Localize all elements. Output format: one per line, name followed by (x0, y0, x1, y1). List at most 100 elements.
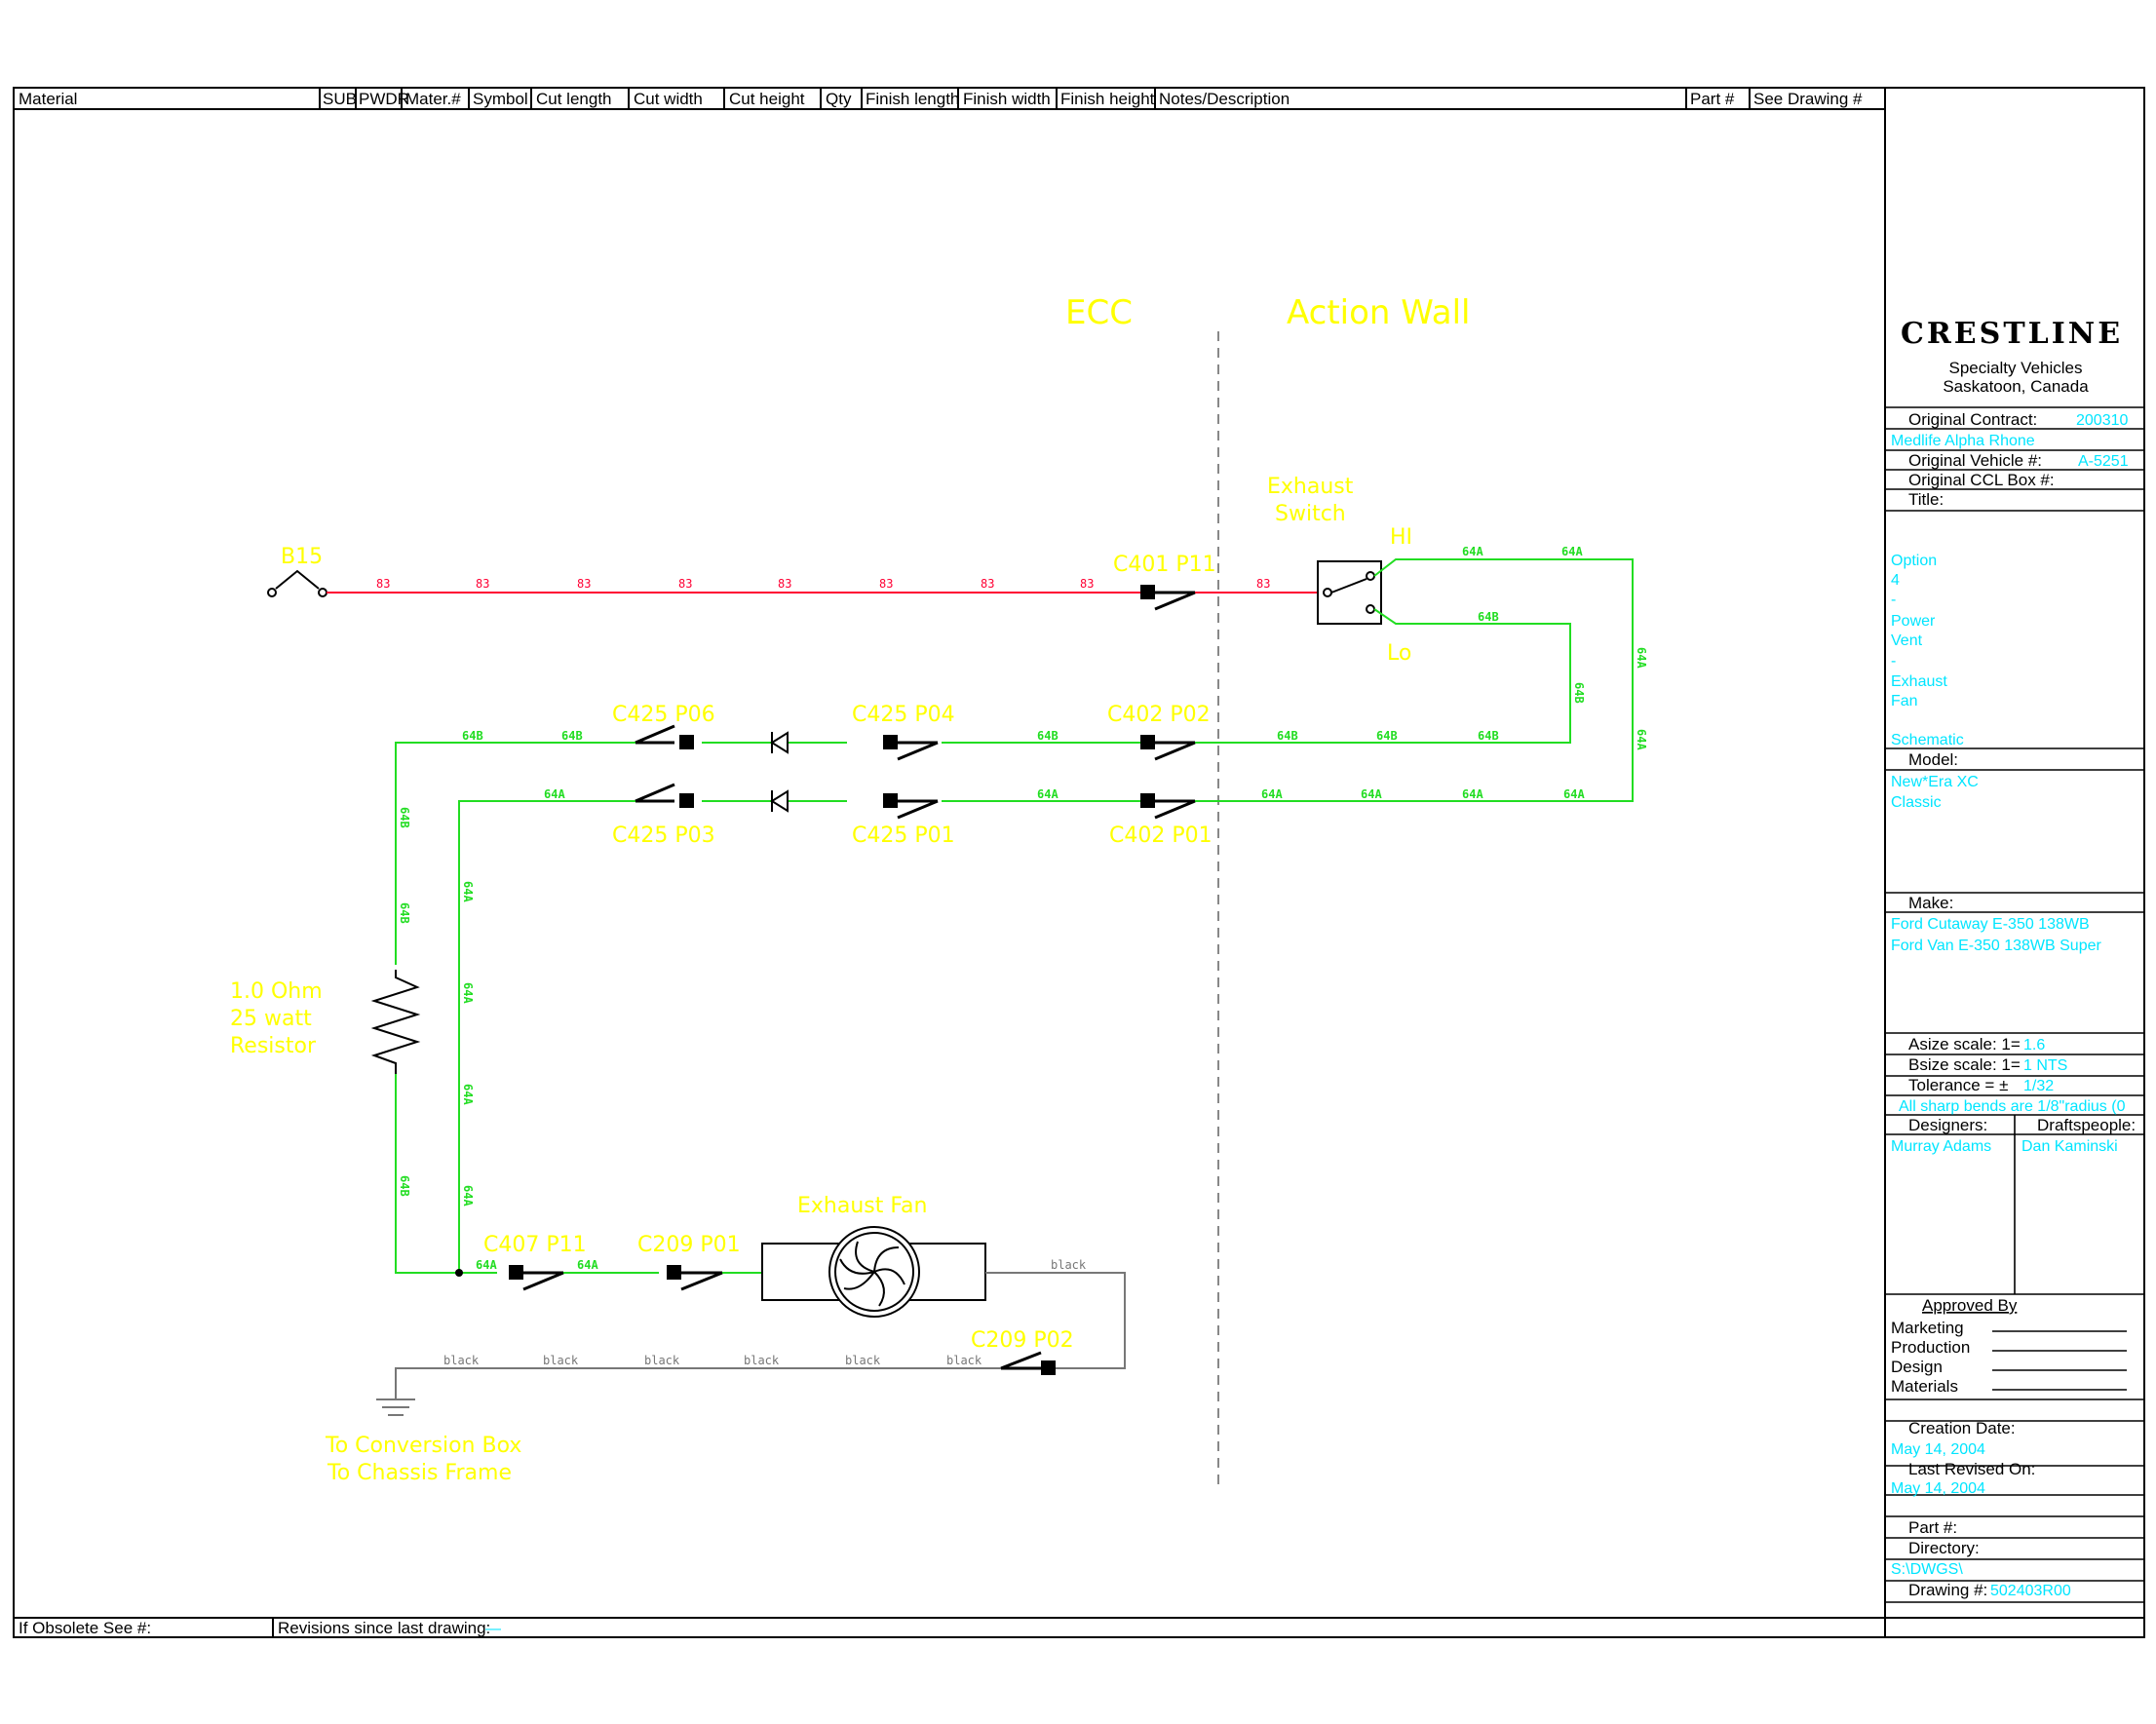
part-label: Part #: (1908, 1518, 1957, 1537)
approval-design: Design (1891, 1358, 1943, 1376)
bsize-value: 1 NTS (2023, 1057, 2067, 1074)
wiring-green (395, 558, 1634, 1274)
svg-text:64B: 64B (398, 807, 411, 828)
header-see-drawing: See Drawing # (1753, 90, 1863, 108)
label-c209-p01: C209 P01 (637, 1233, 741, 1257)
svg-text:83: 83 (981, 577, 994, 591)
header-qty: Qty (826, 90, 852, 108)
label-c425-p01: C425 P01 (852, 824, 955, 848)
resistor-label-1: 1.0 Ohm (230, 979, 323, 1004)
label-b15: B15 (281, 545, 323, 569)
designer-value: Murray Adams (1891, 1138, 1991, 1155)
svg-text:83: 83 (778, 577, 791, 591)
header-cut-width: Cut width (634, 90, 703, 108)
exhaust-fan (761, 1226, 986, 1318)
svg-text:64A: 64A (1261, 787, 1283, 801)
sheet-border (13, 87, 2145, 1638)
title-label: Title: (1908, 490, 1944, 509)
svg-text:Option: Option (1891, 553, 1937, 569)
svg-text:64A: 64A (1361, 787, 1382, 801)
svg-text:Fan: Fan (1891, 693, 1918, 709)
approval-marketing: Marketing (1891, 1319, 1964, 1337)
header-cut-length: Cut length (536, 90, 612, 108)
approval-production: Production (1891, 1338, 1970, 1357)
model-line-2: Classic (1891, 794, 1942, 811)
svg-text:64A: 64A (1635, 729, 1648, 750)
header-finish-length: Finish length (866, 90, 959, 108)
breaker-b15 (267, 569, 327, 597)
label-c209-p02: C209 P02 (971, 1328, 1074, 1353)
label-c407: C407 P11 (483, 1233, 587, 1257)
creation-value: May 14, 2004 (1891, 1441, 1985, 1458)
title-block: CRESTLINE Specialty Vehicles Saskatoon, … (1891, 317, 2136, 1599)
connector-c407 (509, 1265, 564, 1291)
connector-c209-p02 (1000, 1351, 1056, 1375)
svg-text:64A: 64A (1561, 545, 1583, 558)
svg-text:83: 83 (1256, 577, 1270, 591)
svg-text:64A: 64A (1462, 787, 1483, 801)
svg-text:83: 83 (577, 577, 591, 591)
resistor-label-3: Resistor (230, 1034, 317, 1058)
svg-text:Power: Power (1891, 613, 1936, 630)
orig-vehicle-value: A-5251 (2078, 453, 2129, 470)
svg-text:83: 83 (376, 577, 390, 591)
connector-c425-p01 (883, 793, 939, 820)
tolerance-label: Tolerance = ± (1908, 1076, 2008, 1094)
wire-green-labels: 64A 64A 64B 64B 64B 64B 64B 64B 64B 64A … (398, 545, 1648, 1272)
ground-icon (376, 1398, 415, 1416)
label-c425-p06: C425 P06 (612, 703, 715, 727)
svg-text:black: black (443, 1354, 480, 1367)
connector-c401 (1140, 585, 1196, 611)
tolerance-value: 1/32 (2023, 1078, 2054, 1094)
label-c401: C401 P11 (1113, 553, 1216, 577)
svg-text:64B: 64B (1037, 729, 1059, 743)
label-c425-p04: C425 P04 (852, 703, 955, 727)
label-switch-2: Switch (1275, 502, 1346, 526)
directory-label: Directory: (1908, 1539, 1980, 1557)
svg-text:64A: 64A (461, 982, 475, 1004)
connector-c402-p02 (1140, 735, 1196, 761)
wire-black (395, 1272, 1126, 1399)
svg-text:64A: 64A (1635, 647, 1648, 669)
orig-vehicle-label: Original Vehicle #: (1908, 451, 2042, 470)
ground-label-1: To Conversion Box (325, 1434, 521, 1458)
footer-obsolete: If Obsolete See #: (19, 1619, 151, 1637)
connector-c402-p01 (1140, 793, 1196, 820)
title-value: Option 4 - Power Vent - Exhaust Fan Sche… (1891, 553, 1964, 748)
connector-c425-p03 (635, 783, 694, 808)
bsize-label: Bsize scale: 1= (1908, 1055, 2021, 1074)
approval-materials: Materials (1891, 1377, 1958, 1396)
label-c402-p01: C402 P01 (1109, 824, 1213, 848)
company-logo: CRESTLINE (1901, 317, 2123, 351)
svg-text:4: 4 (1891, 572, 1900, 589)
make-line-1: Ford Cutaway E-350 138WB (1891, 916, 2090, 933)
label-c402-p02: C402 P02 (1107, 703, 1211, 727)
make-label: Make: (1908, 894, 1953, 912)
header-pwdr: PWDR (359, 90, 409, 108)
label-switch-lo: Lo (1387, 641, 1411, 666)
svg-text:64B: 64B (561, 729, 583, 743)
svg-text:black: black (845, 1354, 881, 1367)
title-block-lines (1885, 406, 2144, 1603)
zone-ecc: ECC (1065, 293, 1133, 332)
svg-text:64A: 64A (461, 1084, 475, 1105)
zone-action-wall: Action Wall (1287, 293, 1470, 332)
svg-text:64A: 64A (1037, 787, 1059, 801)
label-c425-p03: C425 P03 (612, 824, 715, 848)
svg-text:64A: 64A (461, 881, 475, 902)
svg-text:64A: 64A (476, 1258, 497, 1272)
model-label: Model: (1908, 750, 1958, 769)
svg-text:64A: 64A (577, 1258, 598, 1272)
header-notes: Notes/Description (1159, 90, 1290, 108)
bends-note: All sharp bends are 1/8"radius (0 (1899, 1098, 2126, 1115)
creation-label: Creation Date: (1908, 1419, 2016, 1437)
svg-text:64B: 64B (398, 1175, 411, 1197)
orig-box-label: Original CCL Box #: (1908, 471, 2055, 489)
revised-value: May 14, 2004 (1891, 1480, 1985, 1497)
svg-text:83: 83 (476, 577, 489, 591)
header-finish-width: Finish width (963, 90, 1051, 108)
footer-revisions-value: — (485, 1621, 501, 1637)
customer-value: Medlife Alpha Rhone (1891, 433, 2035, 449)
connector-c209-p01 (667, 1265, 723, 1291)
company-sub1: Specialty Vehicles (1948, 359, 2082, 377)
